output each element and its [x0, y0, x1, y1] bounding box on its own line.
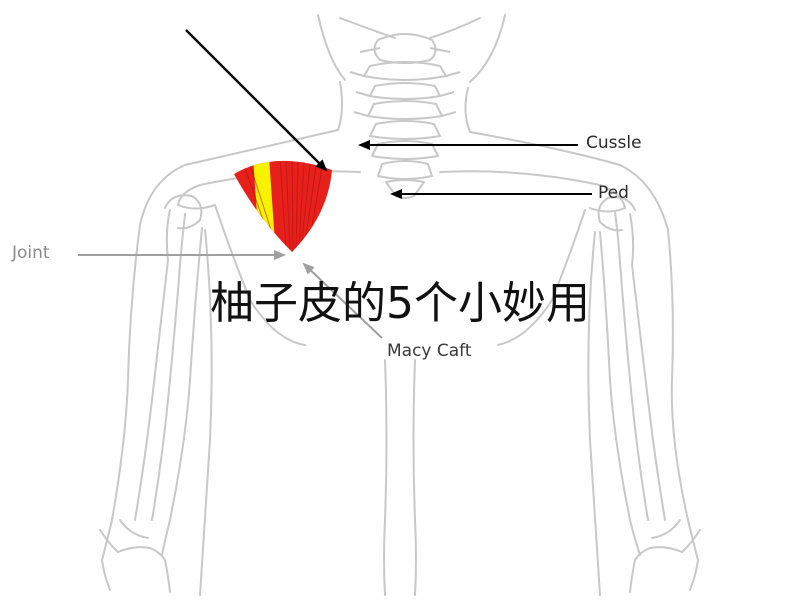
label-cussle: Cussle [586, 133, 642, 153]
cervical-spine [349, 33, 461, 199]
overlay-caption: 柚子皮的5个小妙用 [210, 278, 590, 329]
arrow-top [185, 29, 328, 172]
pointer-arrows [78, 29, 592, 339]
label-macy-caft: Macy Caft [387, 341, 472, 361]
arrow-macy [302, 262, 383, 339]
label-joint: Joint [12, 243, 50, 263]
label-ped: Ped [598, 183, 629, 203]
highlighted-muscle [234, 160, 332, 252]
